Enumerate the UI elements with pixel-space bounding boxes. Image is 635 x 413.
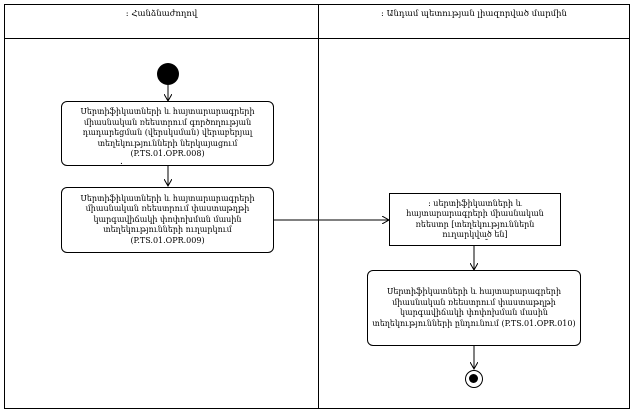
initial-node [157, 63, 179, 85]
action-node-submit-info: Սերտիֆիկատների և հայտարարագրերի միասնակա… [61, 101, 274, 166]
object-node-registry: : սերտիֆիկատների և հայտարարագրերի միասնա… [389, 193, 561, 246]
action-node-receive-info: Սերտիֆիկատների և հայտարարագրերի միասնակա… [367, 270, 581, 346]
lane-title-commission: : Հանձնաժողով [125, 9, 198, 19]
action-node-send-info: Սերտիֆիկատների և հայտարարագրերի միասնակա… [61, 187, 274, 253]
final-node-core [469, 374, 479, 384]
final-node [465, 370, 483, 388]
object-node-pin-mark: - [485, 235, 489, 245]
swimlane-frame [4, 4, 630, 409]
lane-title-authorized-body: : Անդամ պետության լիազորված մարմին [381, 9, 567, 19]
action-node-pin-mark: . [120, 157, 123, 167]
